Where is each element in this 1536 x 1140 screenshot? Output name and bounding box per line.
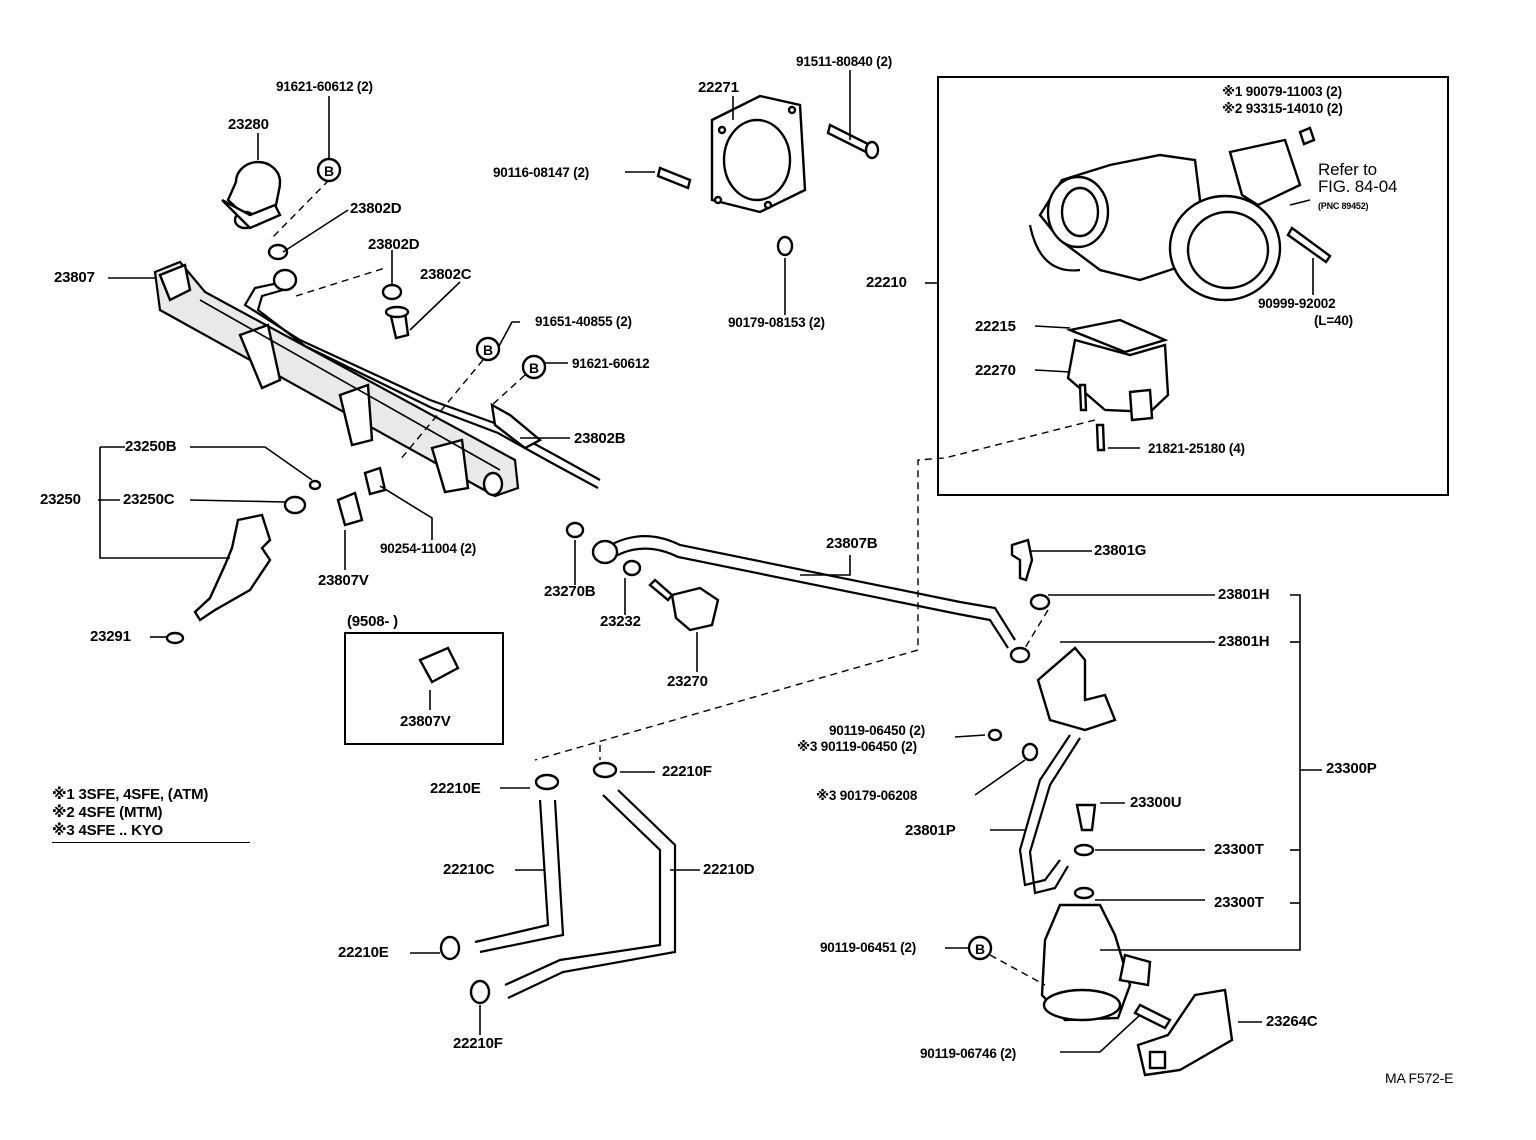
part-label: 23280 [228, 116, 269, 133]
part-label: ※1 90079-11003 (2) [1222, 84, 1342, 99]
fuel-return-pipe [243, 280, 601, 481]
part-label: 23232 [600, 613, 641, 630]
part-label: 22210D [703, 861, 755, 878]
part-label: 90119-06451 (2) [820, 940, 917, 955]
part-label: (L=40) [1314, 313, 1353, 328]
throttle-body [1028, 126, 1332, 302]
part-label: 91621-60612 (2) [276, 79, 373, 94]
part-label: 23801P [905, 822, 956, 839]
part-label: 23807V [318, 572, 369, 589]
part-label: 90179-08153 (2) [728, 315, 825, 330]
water-bypass-hose-22210D [504, 794, 662, 987]
legend-underline [52, 842, 250, 843]
fuel-pressure-regulator-assembly [1040, 903, 1152, 1022]
part-label: 23802D [350, 200, 402, 217]
part-label: 90116-08147 (2) [493, 165, 590, 180]
part-label: 23300T [1214, 894, 1264, 911]
part-label: 22271 [698, 79, 739, 96]
variant-range-label: (9508- ) [347, 613, 398, 630]
callout-marker: B [475, 336, 501, 362]
svg-text:B: B [324, 163, 334, 179]
part-label: ※3 90119-06450 (2) [797, 739, 917, 754]
part-label: 23807B [826, 535, 878, 552]
part-label: 22215 [975, 318, 1016, 335]
svg-text:B: B [529, 360, 539, 376]
part-label: 22210F [662, 763, 712, 780]
water-bypass-hose-22210C [474, 799, 550, 944]
legend-item: ※1 3SFE, 4SFE, (ATM) [52, 786, 209, 803]
part-label: ※3 90179-06208 [816, 788, 918, 803]
reference-figure: FIG. 84-04 [1318, 177, 1398, 196]
part-label: 23807 [54, 269, 95, 286]
legend-item: ※2 4SFE (MTM) [52, 804, 163, 821]
part-label: 22210C [443, 861, 495, 878]
diagram-reference-code: MA F572-E [1385, 1070, 1454, 1086]
part-label: 90254-11004 (2) [380, 541, 477, 556]
throttle-body-gasket [710, 94, 807, 214]
part-label: ※2 93315-14010 (2) [1222, 101, 1343, 116]
part-label: 23801H [1218, 633, 1270, 650]
part-label: 23807V [400, 713, 451, 730]
part-label: 23802C [420, 266, 472, 283]
callout-marker: B [521, 354, 547, 380]
part-label: 23300P [1326, 760, 1377, 777]
part-label: 23291 [90, 628, 131, 645]
legend-item: ※3 4SFE .. KYO [52, 822, 163, 839]
part-label: 90999-92002 [1258, 296, 1336, 311]
callout-marker: B [316, 157, 342, 183]
svg-text:B: B [483, 342, 493, 358]
throttle-body-inset-box [937, 76, 1449, 496]
fuel-injector [165, 479, 322, 645]
variant-inset-box [344, 632, 504, 745]
part-label: 23264C [1266, 1013, 1318, 1030]
part-label: 23250C [123, 491, 175, 508]
part-label: 21821-25180 (4) [1148, 441, 1245, 456]
part-label: 23802D [368, 236, 420, 253]
part-label: 23250 [40, 491, 81, 508]
part-label: 91651-40855 (2) [535, 314, 632, 329]
part-label: 23300U [1130, 794, 1182, 811]
part-label: 22270 [975, 362, 1016, 379]
callout-marker: B [967, 935, 993, 961]
svg-text:B: B [975, 941, 985, 957]
part-label: 22210E [338, 944, 389, 961]
part-label: 91511-80840 (2) [796, 54, 893, 69]
part-label: 23801G [1094, 542, 1147, 559]
part-label: 22210F [453, 1035, 503, 1052]
part-label: 22210 [866, 274, 907, 291]
regulator-bracket [1136, 988, 1234, 1077]
pressure-regulator [221, 160, 282, 230]
part-label: 90119-06746 (2) [920, 1046, 1017, 1061]
part-label: 23802B [574, 430, 626, 447]
fuel-delivery-pipe [153, 260, 520, 498]
part-label: 23300T [1214, 841, 1264, 858]
part-label: 90119-06450 (2) [829, 723, 926, 738]
reference-text: Refer to [1318, 160, 1377, 179]
part-label: 91621-60612 [572, 356, 650, 371]
part-label: 23270 [667, 673, 708, 690]
part-label: 23801H [1218, 586, 1270, 603]
reference-pnc: (PNC 89452) [1318, 201, 1369, 211]
pulsation-damper [648, 578, 720, 632]
part-label: 23270B [544, 583, 596, 600]
part-label: 23250B [125, 438, 177, 455]
part-label: 22210E [430, 780, 481, 797]
idle-air-control-valve [1065, 318, 1170, 452]
